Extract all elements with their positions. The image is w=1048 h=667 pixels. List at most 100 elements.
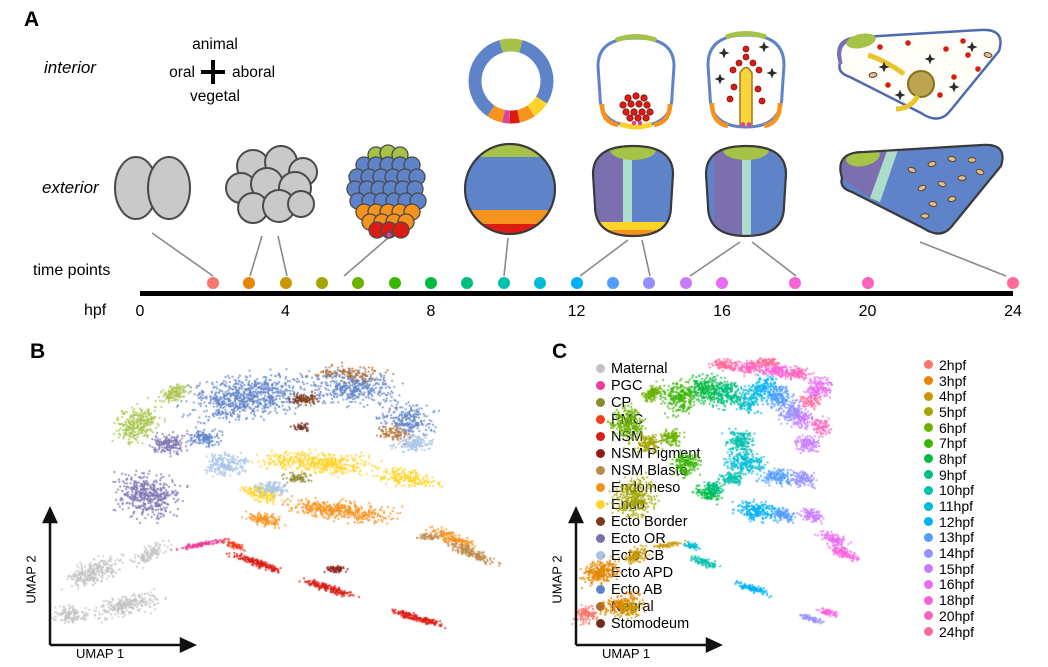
time-dot-7hpf [388,277,401,289]
embryo-interior-early-gastrula [596,34,676,130]
legend-color-swatch [924,454,933,464]
umap2-axis-label-B: UMAP 2 [23,555,39,604]
legend-label: 16hpf [939,576,975,593]
legend-item-3hpf: 3hpf [924,373,974,389]
legend-label: 2hpf [939,356,967,373]
legend-color-swatch [924,611,933,621]
legend-label: 14hpf [939,545,975,562]
tick-label-12: 12 [567,303,586,320]
legend-item-20hpf: 20hpf [924,608,974,624]
legend-label: 11hpf [939,498,973,515]
larval-pigment-cell-stars [878,41,978,101]
legend-color-swatch [924,548,933,558]
larval-stomach [907,70,935,98]
larval-mesenchyme-dots [877,38,981,98]
time-dot-15hpf [679,277,692,289]
time-dot-14hpf [643,277,656,289]
time-dot-20hpf [861,277,874,289]
legend-color-swatch [924,470,933,480]
tick-label-24: 24 [1004,303,1022,320]
legend-color-swatch [924,627,933,637]
embryo-exterior-blastula [463,142,557,236]
time-dot-3hpf [243,277,256,289]
tick-label-4: 4 [281,303,290,320]
embryo-exterior-early-blastula [346,144,427,239]
compass-aboral-label: aboral [232,64,276,81]
umap2-axis-label-C: UMAP 2 [549,555,565,604]
legend-color-swatch [924,407,933,417]
time-dot-18hpf [788,277,801,289]
umap1-axis-label-B: UMAP 1 [76,646,125,661]
time-dot-8hpf [425,277,437,289]
embryo-exterior-gastrula [704,144,788,238]
legend-item-9hpf: 9hpf [924,467,974,483]
legend-color-swatch [924,391,933,401]
time-dot-4hpf [279,277,292,289]
legend-item-4hpf: 4hpf [924,388,974,404]
tick-label-8: 8 [426,303,436,320]
legend-item-16hpf: 16hpf [924,576,975,593]
legend-item-7hpf: 7hpf [924,435,974,451]
embryo-illustrations [114,28,1007,277]
legend-color-swatch [924,485,933,495]
time-dot-5hpf [315,277,328,289]
embryo-exterior-2cell [114,156,191,220]
timeline-connector-lines [151,232,1007,277]
legend-label: 3hpf [939,372,967,389]
tick-label-0: 0 [135,303,145,320]
legend-color-swatch [924,376,933,386]
umap1-axis-label-C: UMAP 1 [602,646,651,661]
legend-color-swatch [924,532,933,542]
compass-oral-label: oral [169,64,195,81]
legend-color-swatch [924,595,933,605]
legend-item-15hpf: 15hpf [924,561,974,577]
legend-item-8hpf: 8hpf [924,451,974,467]
time-dot-9hpf [461,277,474,289]
time-dot-13hpf [606,277,619,289]
legend-color-swatch [924,360,933,370]
legend-label: 13hpf [939,529,975,546]
pigment-cell-stars [714,41,778,85]
tick-label-16: 16 [713,303,731,320]
time-dot-16hpf [716,277,728,289]
embryo-exterior-pluteus [839,143,1004,235]
compass-vegetal-label: vegetal [190,88,240,105]
tick-label-20: 20 [858,303,877,320]
legend-item-14hpf: 14hpf [924,545,974,561]
legend-color-swatch [924,438,933,448]
legend-label: 12hpf [939,513,975,530]
legend-color-swatch [924,501,933,511]
legend-label: 9hpf [939,466,967,483]
compass-animal-label: animal [192,36,238,53]
hpf-axis-label: hpf [84,302,107,319]
umap-B-axes [42,506,197,653]
legend-label: 15hpf [939,560,975,577]
legend-color-swatch [924,564,933,574]
umap-C-axes [568,506,723,653]
embryo-exterior-early-gastrula [591,144,675,238]
legend-label: 20hpf [939,607,975,624]
time-dot-2hpf [206,277,219,289]
embryo-interior-blastula-ring [468,38,554,124]
legend-label: 7hpf [939,435,967,452]
time-dot-24hpf [1007,277,1019,289]
time-axis-bar [140,291,1013,296]
interior-row-label: interior [44,58,96,77]
legend-color-swatch [924,423,933,433]
legend-color-swatch [924,579,933,589]
legend-item-5hpf: 5hpf [924,404,974,420]
legend-item-6hpf: 6hpf [924,420,974,436]
umap-C-canvas [564,352,916,647]
exterior-row-label: exterior [42,178,99,197]
legend-item-10hpf: 10hpf [924,482,974,498]
time-dot-12hpf [570,277,583,289]
legend-item-13hpf: 13hpf [924,529,975,546]
legend-label: 18hpf [939,592,975,609]
legend-color-swatch [924,517,933,527]
legend-item-11hpf: 11hpf [924,498,974,514]
pluteus-cell-dots [907,156,985,219]
legend-item-24hpf: 24hpf [924,624,974,640]
time-dot-11hpf [534,277,547,289]
